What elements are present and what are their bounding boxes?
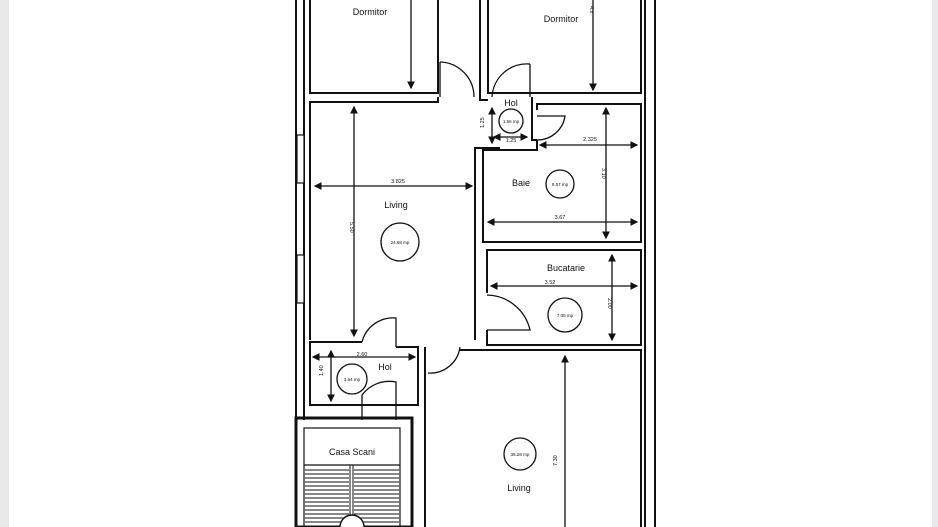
svg-text:Bucatarie: Bucatarie [547, 263, 585, 273]
svg-text:3.64 mp: 3.64 mp [344, 377, 361, 382]
room-baie: 2.325 3.67 3.10 Baie 9.57 mp [482, 103, 642, 243]
svg-text:5.50: 5.50 [348, 222, 354, 233]
svg-text:Dormitor: Dormitor [544, 14, 579, 24]
room-casa-scani: Casa Scani [294, 416, 414, 527]
svg-text:1.25: 1.25 [506, 138, 517, 144]
svg-text:Casa Scani: Casa Scani [329, 447, 375, 457]
svg-text:Dormitor: Dormitor [353, 7, 388, 17]
svg-text:Hol: Hol [504, 98, 518, 108]
svg-text:1.40: 1.40 [319, 365, 325, 376]
room-hol-top: Hol 1.56 mp 1.25 1.25 [480, 97, 566, 145]
window [296, 254, 305, 304]
svg-text:2.325: 2.325 [583, 137, 597, 143]
room-bucatarie: Bucatarie 3.52 2.00 7.05 mp [486, 249, 642, 346]
svg-text:9.57 mp: 9.57 mp [552, 182, 569, 187]
svg-text:2.60: 2.60 [357, 352, 368, 358]
svg-text:4.x: 4.x [588, 6, 594, 14]
svg-text:Baie: Baie [512, 178, 530, 188]
svg-text:3.52: 3.52 [545, 280, 556, 286]
door-dormitor-left [439, 61, 475, 98]
room-dormitor-right: Dormitor 4.x [479, 0, 642, 101]
window [296, 134, 305, 184]
svg-text:7.30: 7.30 [553, 455, 559, 466]
svg-text:Living: Living [507, 483, 531, 493]
svg-text:3.10: 3.10 [600, 168, 606, 179]
svg-text:1.25: 1.25 [480, 117, 486, 128]
stairs [305, 465, 399, 527]
room-living-bottom: 7.30 35.28 mp Living [460, 349, 642, 527]
door-dormitor-right [491, 63, 531, 98]
svg-text:Hol: Hol [378, 362, 392, 372]
room-living-top: 3.825 5.50 Living 24.68 mp [309, 97, 500, 340]
svg-text:Living: Living [384, 200, 408, 210]
svg-text:2.00: 2.00 [606, 298, 612, 309]
room-dormitor-left: Dormitor [309, 0, 439, 94]
outer-walls [295, 0, 656, 527]
svg-text:1.56 mp: 1.56 mp [503, 119, 520, 124]
svg-text:35.28 mp: 35.28 mp [511, 452, 530, 457]
svg-text:3.67: 3.67 [555, 215, 566, 221]
svg-text:7.05 mp: 7.05 mp [557, 313, 574, 318]
room-hol-bottom: 2.60 1.40 Hol 3.64 mp [309, 317, 461, 527]
svg-text:24.68 mp: 24.68 mp [391, 240, 410, 245]
svg-text:3.825: 3.825 [391, 179, 405, 185]
